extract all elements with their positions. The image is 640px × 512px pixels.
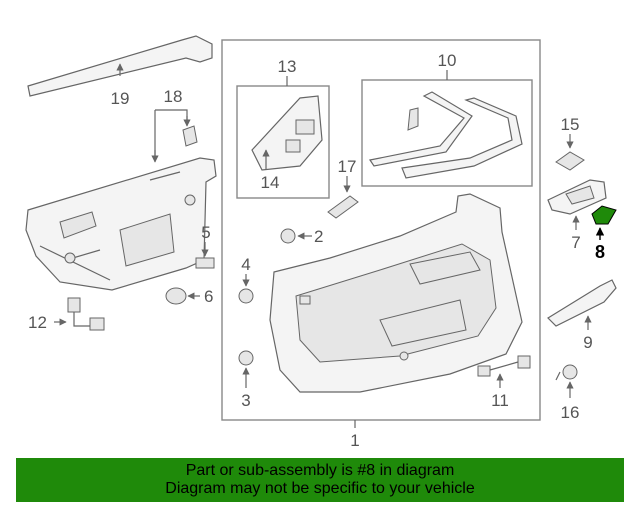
label-15: 15 bbox=[561, 115, 580, 134]
part-15-cap bbox=[555, 134, 585, 171]
label-2: 2 bbox=[314, 227, 323, 246]
part-2-fastener bbox=[280, 228, 312, 244]
part-13-switch-group bbox=[236, 76, 330, 199]
label-9: 9 bbox=[583, 333, 592, 352]
part-6-plug bbox=[165, 287, 200, 305]
exploded-parts-diagram: 1 2 3 4 5 6 7 8 9 10 11 12 13 14 15 16 1… bbox=[25, 35, 617, 450]
label-11: 11 bbox=[491, 391, 509, 410]
label-8: 8 bbox=[595, 242, 605, 262]
part-7-bezel bbox=[547, 179, 607, 230]
label-4: 4 bbox=[241, 255, 250, 274]
part-8-highlighted bbox=[591, 205, 617, 240]
label-3: 3 bbox=[241, 391, 250, 410]
label-13: 13 bbox=[278, 57, 297, 76]
part-18-clip bbox=[182, 125, 198, 147]
part-19-weatherstrip bbox=[27, 35, 213, 97]
info-banner: Part or sub-assembly is #8 in diagram Di… bbox=[16, 458, 624, 502]
banner-line-1: Part or sub-assembly is #8 in diagram bbox=[185, 462, 455, 479]
part-9-pull-handle bbox=[547, 279, 617, 330]
label-18: 18 bbox=[164, 87, 183, 106]
label-1: 1 bbox=[350, 431, 359, 450]
label-14: 14 bbox=[261, 173, 280, 192]
door-trim-panel bbox=[269, 193, 523, 393]
banner-line-2: Diagram may not be specific to your vehi… bbox=[165, 480, 475, 497]
part-18-door-module bbox=[25, 109, 217, 291]
label-5: 5 bbox=[201, 223, 210, 242]
part-12-connector bbox=[54, 297, 105, 331]
part-10-trim-group bbox=[361, 70, 533, 187]
part-17-pad bbox=[327, 176, 359, 219]
label-7: 7 bbox=[571, 233, 580, 252]
label-16: 16 bbox=[561, 403, 580, 422]
label-19: 19 bbox=[111, 89, 130, 108]
label-6: 6 bbox=[204, 287, 213, 306]
assembly-frame bbox=[221, 39, 541, 421]
part-4-fastener bbox=[238, 274, 254, 304]
part-5-clip bbox=[195, 242, 215, 269]
part-11-harness bbox=[477, 355, 531, 388]
label-17: 17 bbox=[338, 157, 357, 176]
part-16-grommet bbox=[555, 364, 578, 398]
label-12: 12 bbox=[28, 313, 47, 332]
part-3-fastener bbox=[238, 350, 254, 388]
label-10: 10 bbox=[438, 51, 457, 70]
